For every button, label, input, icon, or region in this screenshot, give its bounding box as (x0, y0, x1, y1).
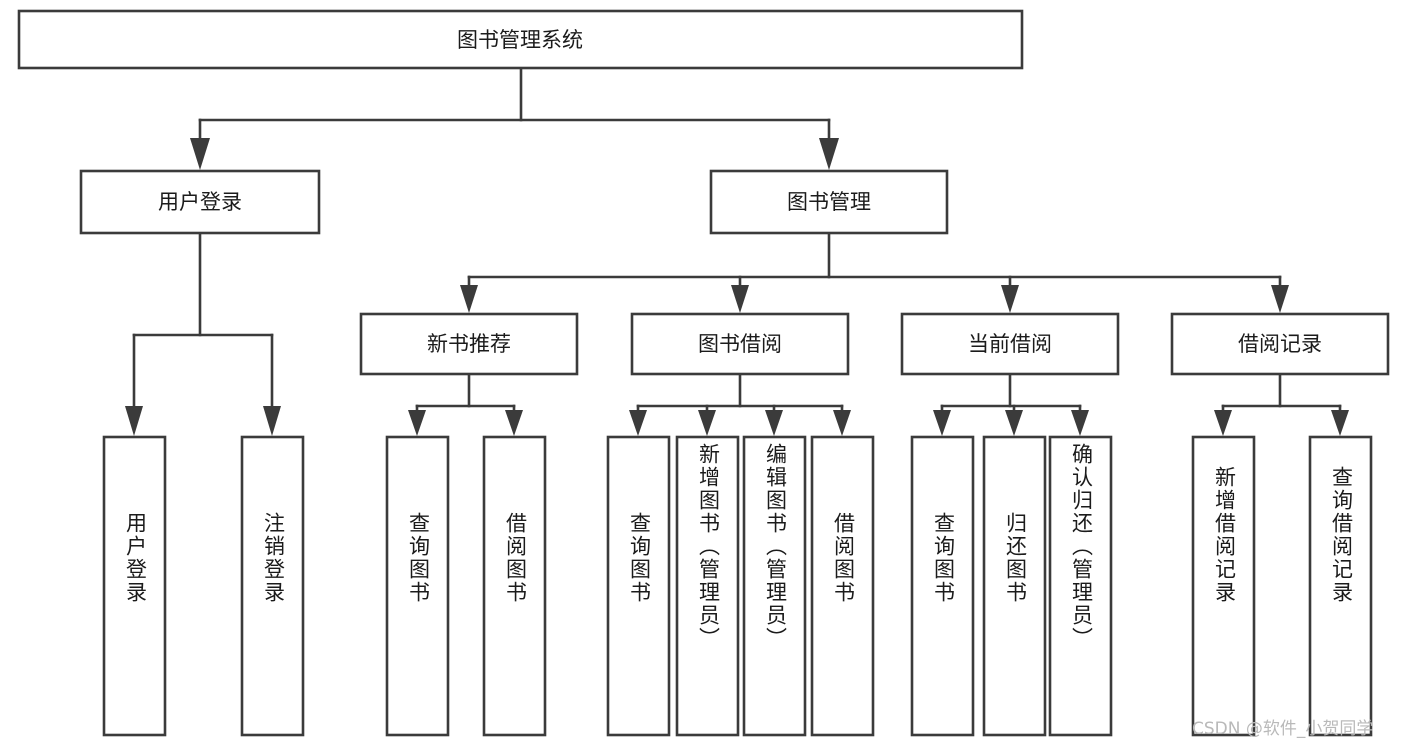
node-box-leaf-user-logout[interactable] (240, 435, 305, 737)
arrowhead-leaf-return-book (1005, 410, 1023, 436)
arrowhead-leaf-confirm-return (1071, 410, 1089, 436)
node-box-leaf-borrow-book-2[interactable] (810, 435, 875, 737)
arrowhead-borrow-record (1271, 285, 1289, 313)
node-label-book-borrow: 图书借阅 (698, 332, 782, 356)
arrowhead-leaf-query-record (1331, 410, 1349, 436)
node-box-leaf-edit-book[interactable] (742, 435, 807, 737)
node-box-leaf-user-login[interactable] (102, 435, 167, 737)
node-box-leaf-query-book-3[interactable] (910, 435, 975, 737)
arrowhead-book-manage (819, 138, 839, 170)
node-box-new-book-recommend[interactable] (359, 312, 579, 376)
node-box-leaf-borrow-book-1[interactable] (482, 435, 547, 737)
arrowhead-leaf-query-book-2 (629, 410, 647, 436)
node-label-root: 图书管理系统 (457, 28, 583, 52)
node-box-book-manage[interactable] (709, 169, 949, 235)
node-label-borrow-record: 借阅记录 (1238, 332, 1322, 356)
csdn-watermark: CSDN @软件_小贺同学 (1192, 719, 1374, 739)
node-box-book-borrow[interactable] (630, 312, 850, 376)
arrowhead-leaf-add-record (1214, 410, 1232, 436)
node-box-current-borrow[interactable] (900, 312, 1120, 376)
node-box-leaf-add-record[interactable] (1191, 435, 1256, 737)
arrowhead-leaf-add-book (698, 410, 716, 436)
node-box-borrow-record[interactable] (1170, 312, 1390, 376)
arrowhead-leaf-borrow-book-1 (505, 410, 523, 436)
arrowhead-leaf-borrow-book-2 (833, 410, 851, 436)
arrowhead-current-borrow (1001, 285, 1019, 313)
node-box-user-login[interactable] (79, 169, 321, 235)
arrowhead-leaf-user-logout (263, 406, 281, 436)
arrowhead-new-book-recommend (460, 285, 478, 313)
arrowhead-leaf-query-book-3 (933, 410, 951, 436)
arrowhead-leaf-edit-book (765, 410, 783, 436)
arrowhead-leaf-query-book-1 (408, 410, 426, 436)
node-layer: 图书管理系统 用户登录 图书管理 新书推荐 图书借阅 当前借阅 借阅记录 (17, 9, 1390, 737)
arrowhead-book-borrow (731, 285, 749, 313)
node-box-leaf-query-record[interactable] (1308, 435, 1373, 737)
node-box-leaf-confirm-return[interactable] (1048, 435, 1113, 737)
arrowhead-user-login (190, 138, 210, 170)
node-box-leaf-query-book-1[interactable] (385, 435, 450, 737)
arrowhead-leaf-user-login (125, 406, 143, 436)
connector-layer (125, 66, 1349, 436)
node-label-book-manage: 图书管理 (787, 190, 871, 214)
node-label-new-book-recommend: 新书推荐 (427, 332, 511, 356)
node-box-root[interactable] (17, 9, 1024, 70)
node-box-leaf-query-book-2[interactable] (606, 435, 671, 737)
node-label-user-login: 用户登录 (158, 190, 242, 214)
node-label-current-borrow: 当前借阅 (968, 332, 1052, 356)
node-box-leaf-add-book[interactable] (675, 435, 740, 737)
node-box-leaf-return-book[interactable] (982, 435, 1047, 737)
